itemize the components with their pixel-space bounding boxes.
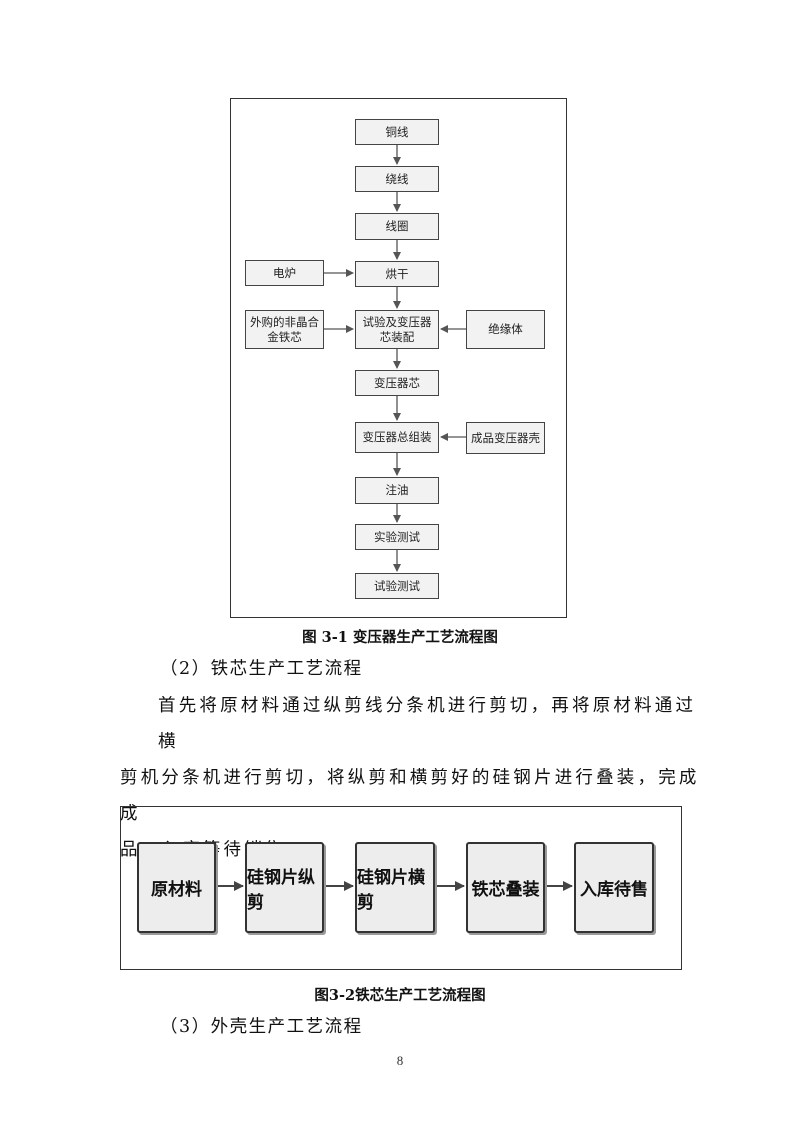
node-final-assembly: 变压器总组装	[355, 422, 439, 453]
node-copper-wire: 铜线	[355, 119, 439, 145]
page-number: 8	[396, 1053, 404, 1068]
figure-3-2-caption: 图3-2铁芯生产工艺流程图	[314, 987, 486, 1004]
figure-3-1-frame	[230, 98, 567, 618]
node-oil-filling: 注油	[355, 477, 439, 504]
node-transformer-core: 变压器芯	[355, 370, 439, 396]
section-2-heading: （2）铁芯生产工艺流程	[160, 659, 363, 679]
step-raw-material: 原材料	[137, 842, 216, 933]
step-core-stacking: 铁芯叠装	[466, 842, 545, 933]
node-electric-furnace: 电炉	[245, 260, 324, 286]
node-winding: 绕线	[355, 166, 439, 192]
step-warehouse: 入库待售	[574, 842, 654, 933]
section-3-heading: （3）外壳生产工艺流程	[160, 1017, 363, 1037]
figure-3-1-caption: 图 3-1 变压器生产工艺流程图	[302, 629, 498, 646]
node-test-core-assembly: 试验及变压器 芯装配	[355, 310, 439, 349]
node-coil: 线圈	[355, 213, 439, 240]
node-insulator: 绝缘体	[466, 310, 545, 349]
node-experiment-test: 实验测试	[355, 524, 439, 550]
paragraph-line-2: 剪机分条机进行剪切，将纵剪和横剪好的硅钢片进行叠装，完成成	[120, 768, 700, 824]
node-amorphous-core: 外购的非晶合 金铁芯	[245, 310, 324, 349]
node-finished-shell: 成品变压器壳	[466, 422, 545, 454]
step-longitudinal-cut: 硅钢片纵剪	[245, 842, 324, 933]
node-drying: 烘干	[355, 261, 439, 287]
step-transverse-cut: 硅钢片横剪	[355, 842, 435, 933]
figure-3-2-frame	[120, 806, 682, 970]
node-trial-test: 试验测试	[355, 573, 439, 599]
paragraph-line-1: 首先将原材料通过纵剪线分条机进行剪切，再将原材料通过横	[158, 696, 697, 752]
